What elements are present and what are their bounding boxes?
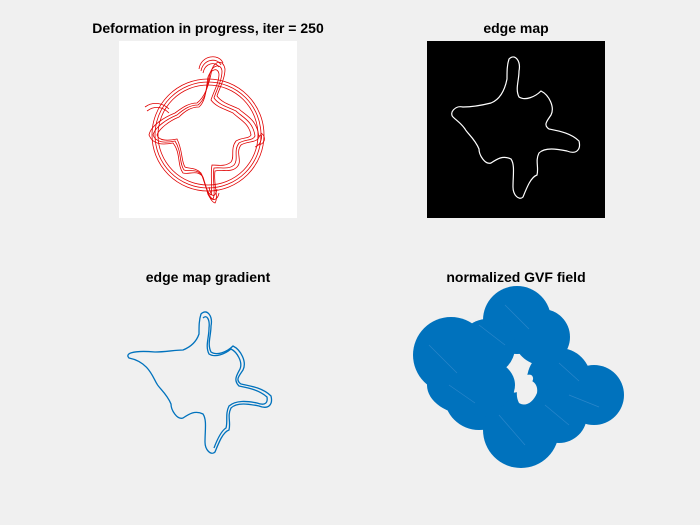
gvf-blob [531, 387, 587, 443]
gradient-contour [127, 311, 273, 454]
top-lobe-stroke [200, 59, 222, 72]
deformation-axes [119, 41, 297, 218]
top-lobe-stroke [202, 63, 220, 74]
snake-contour-ring [157, 84, 259, 186]
gvf-field-title: normalized GVF field [446, 269, 586, 285]
left-lobe-stroke [146, 107, 170, 114]
deformation-plot [144, 56, 265, 204]
bottom-lobe-stroke [206, 190, 220, 200]
initial-snake-circle [151, 78, 265, 192]
edge-gradient-title: edge map gradient [145, 269, 271, 285]
gvf-field-axes [409, 285, 629, 470]
edge-map-axes [427, 41, 605, 218]
evolved-contour [156, 69, 252, 196]
edge-gradient-plot [127, 311, 273, 454]
edge-contour [451, 56, 581, 199]
edge-gradient-axes [119, 290, 297, 467]
snake-contour-ring [154, 81, 262, 189]
right-lobe-stroke [256, 132, 265, 146]
deformation-title: Deformation in progress, iter = 250 [92, 20, 324, 36]
gvf-center-gap [516, 379, 538, 405]
gvf-blob [427, 355, 515, 415]
top-lobe-stroke [198, 56, 224, 70]
gradient-contour-inner [202, 316, 268, 449]
edge-map-image [451, 56, 581, 199]
gvf-vector-strokes [428, 304, 600, 446]
evolved-contour [148, 61, 260, 204]
evolved-contour [152, 65, 256, 200]
right-lobe-stroke [254, 134, 263, 148]
gvf-quiver-plot [413, 286, 624, 468]
bottom-lobe-stroke [208, 186, 218, 196]
edge-map-title: edge map [483, 20, 549, 36]
gvf-gap [525, 374, 534, 384]
left-lobe-stroke [144, 103, 170, 110]
